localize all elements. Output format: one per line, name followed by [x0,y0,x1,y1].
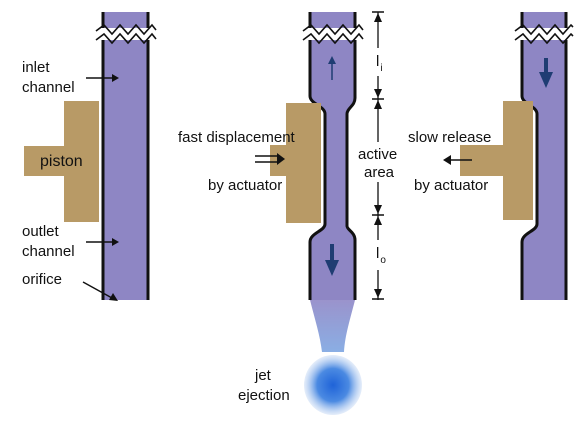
middle-piston [270,103,321,223]
slow-release-label: slow release [408,129,491,146]
middle-channel [310,12,355,300]
middle-wall-left [308,12,327,300]
right-piston [460,101,533,220]
middle-assembly: fast displacement by actuator jet ejecti… [178,12,364,415]
area-label: area [364,164,395,181]
jet-neck [310,300,355,352]
inlet-label: inlet [22,59,50,76]
pointer-arrow-icon [112,238,119,246]
pointer-arrow-icon [277,153,285,165]
label-gap [370,48,390,76]
outlet-channel-label: channel [22,243,75,260]
outlet-label: outlet [22,223,60,240]
dimension-lines: li active area lo [356,11,404,300]
orifice-label: orifice [22,271,62,288]
zigzag-break-icon [95,32,157,45]
zigzag-break-icon [514,32,574,45]
zigzag-break-icon [95,23,157,36]
dimension-arrow-icon [374,216,382,225]
right-wall-left [520,12,539,300]
jet-label: jet [254,367,272,384]
left-channel [103,12,148,300]
slow-actuator-label: by actuator [414,177,488,194]
dimension-arrow-icon [374,205,382,214]
dimension-arrow-icon [374,89,382,98]
pointer-arrow-icon [443,155,451,165]
fast-displacement-label: fast displacement [178,129,296,146]
pointer-arrow-icon [109,293,118,301]
l-i-label: li [376,53,383,74]
zigzag-break-icon [302,32,364,45]
label-gap [370,240,390,270]
zigzag-break-icon [514,23,574,36]
flow-arrow-icon [539,72,553,88]
piston-label: piston [40,153,83,170]
dimension-arrow-icon [374,13,382,22]
pointer-arrow-icon [82,281,113,299]
zigzag-break-icon [302,23,364,36]
middle-wall-right [345,12,357,300]
right-channel [522,12,566,300]
fast-actuator-label: by actuator [208,177,282,194]
pointer-arrow-icon [112,74,119,82]
active-label: active [358,146,397,163]
flow-arrow-icon [328,56,336,64]
ejection-label: ejection [238,387,290,404]
left-assembly: piston inlet channel outlet channel orif… [22,12,157,301]
l-o-label: lo [376,245,386,266]
dimension-arrow-icon [374,100,382,109]
jet-droplet [304,355,362,415]
left-piston [24,101,99,222]
label-gap [356,142,404,182]
inlet-channel-label: channel [22,79,75,96]
flow-arrow-icon [325,260,339,276]
dimension-arrow-icon [374,289,382,298]
right-assembly: slow release by actuator [408,12,574,300]
